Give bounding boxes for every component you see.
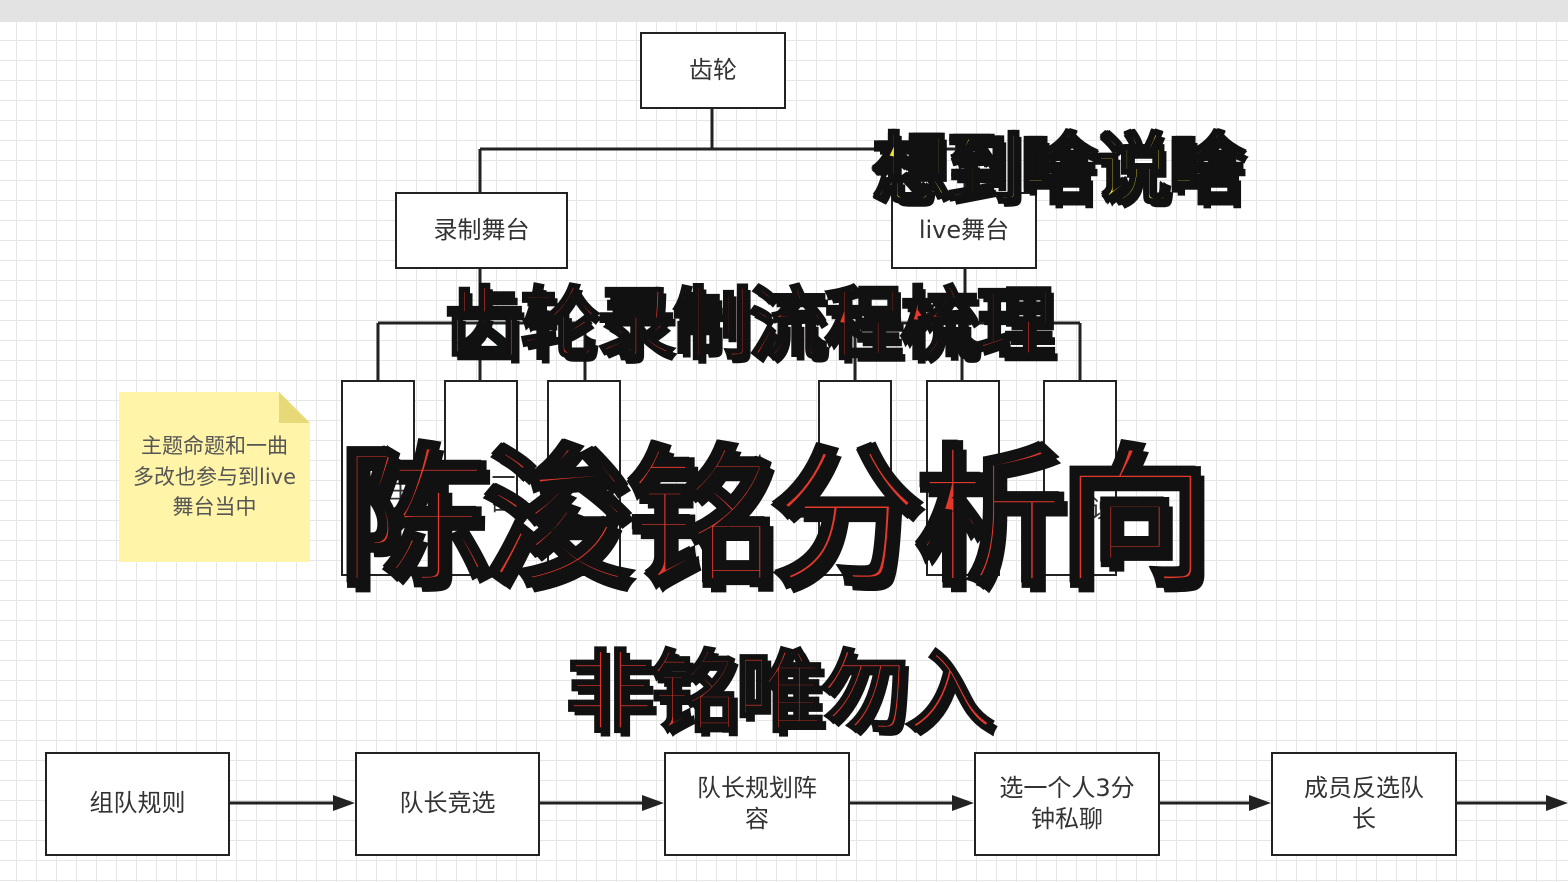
leaf-node[interactable]: 主 xyxy=(341,380,415,576)
root-node-label: 齿轮 xyxy=(689,55,737,84)
leaf-node[interactable]: 一曲 xyxy=(444,380,518,576)
leaf-node[interactable] xyxy=(926,380,1000,576)
flow-step-1[interactable]: 组队规则 xyxy=(45,752,230,856)
leaf-node[interactable]: 说 xyxy=(1043,380,1117,576)
leaf-node[interactable]: 原 xyxy=(547,380,621,576)
branch-node-label: live舞台 xyxy=(918,215,1010,244)
flow-step-2[interactable]: 队长竞选 xyxy=(355,752,540,856)
leaf-node[interactable] xyxy=(818,380,892,576)
sticky-note[interactable]: 主题命题和一曲多改也参与到live舞台当中 xyxy=(119,392,310,562)
overlay-caption-title: 陈浚铭分析向 xyxy=(337,431,1212,610)
overlay-caption-subtitle: 齿轮录制流程梳理 xyxy=(443,279,1056,372)
flow-step-5[interactable]: 成员反选队长 xyxy=(1271,752,1457,856)
leaf-node-label: 一曲 xyxy=(487,465,515,513)
leaf-node-label: 主 xyxy=(384,477,412,501)
flow-step-label: 组队规则 xyxy=(89,789,186,818)
sticky-note-text: 主题命题和一曲多改也参与到live舞台当中 xyxy=(132,434,297,520)
flow-step-3[interactable]: 队长规划阵容 xyxy=(664,752,850,856)
branch-node-recorded-stage[interactable]: 录制舞台 xyxy=(395,192,568,269)
flow-step-label: 选一个人3分钟私聊 xyxy=(999,773,1135,833)
overlay-caption-warning: 非铭唯勿入 xyxy=(564,640,995,746)
leaf-node-label: 原 xyxy=(590,477,618,501)
flow-step-label: 队长规划阵容 xyxy=(697,773,817,833)
root-node[interactable]: 齿轮 xyxy=(640,32,786,109)
leaf-node-label: 说 xyxy=(1086,496,1114,520)
overlay-caption-yellow: 想到啥说啥 xyxy=(872,124,1247,216)
flow-step-label: 队长竞选 xyxy=(399,789,496,818)
flow-step-label: 成员反选队长 xyxy=(1304,773,1424,833)
branch-node-label: 录制舞台 xyxy=(433,215,530,244)
top-bar xyxy=(0,0,1568,22)
branch-node-live-stage[interactable]: live舞台 xyxy=(891,192,1037,269)
flow-step-4[interactable]: 选一个人3分钟私聊 xyxy=(974,752,1160,856)
